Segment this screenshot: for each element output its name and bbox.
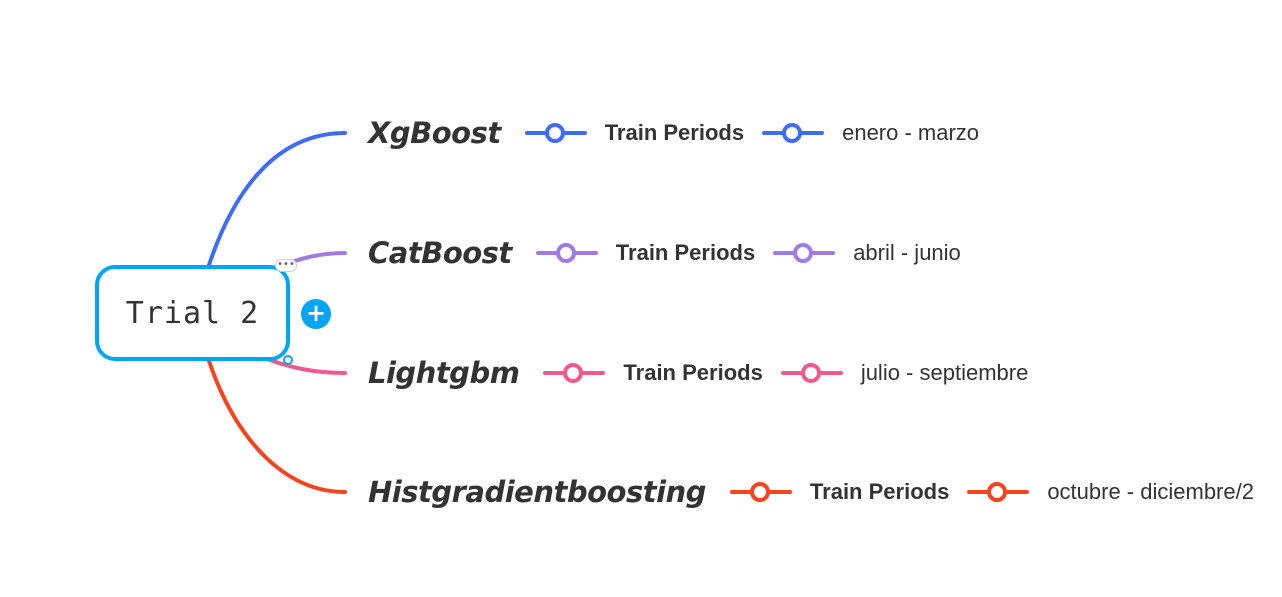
add-topic-icon[interactable]: + (301, 299, 331, 329)
train-periods-label[interactable]: Train Periods (604, 120, 745, 145)
more-options-icon[interactable]: ••• (275, 259, 297, 272)
branch-title[interactable]: Lightgbm (368, 356, 520, 390)
branch-catboost[interactable]: CatBoost Train Periods abril - junio (368, 233, 961, 273)
connector-node-icon (762, 121, 825, 145)
connector-node-icon (773, 241, 836, 265)
branch-histgradientboosting[interactable]: Histgradientboosting Train Periods octub… (368, 472, 1254, 512)
central-topic-node[interactable]: Trial 2 (95, 265, 290, 361)
connector-node-icon (543, 361, 606, 385)
central-topic-label: Trial 2 (125, 295, 260, 331)
branch-connector-histgradientboosting (206, 356, 347, 494)
period-label[interactable]: abril - junio (853, 240, 961, 265)
branch-lightgbm[interactable]: Lightgbm Train Periods julio - septiembr… (368, 353, 1028, 393)
branch-title[interactable]: Histgradientboosting (368, 475, 706, 509)
branch-xgboost[interactable]: XgBoost Train Periods enero - marzo (368, 113, 979, 153)
train-periods-label[interactable]: Train Periods (809, 479, 950, 504)
train-periods-label[interactable]: Train Periods (623, 360, 763, 385)
train-periods-label[interactable]: Train Periods (615, 240, 756, 265)
connector-node-icon (524, 121, 587, 145)
period-label[interactable]: octubre - diciembre/2 (1047, 479, 1254, 504)
connector-node-icon (780, 361, 843, 385)
branch-title[interactable]: CatBoost (368, 236, 512, 270)
connector-node-icon (729, 480, 792, 504)
connector-node-icon (967, 480, 1030, 504)
resize-handle[interactable] (283, 355, 293, 365)
branch-title[interactable]: XgBoost (368, 116, 501, 150)
period-label[interactable]: enero - marzo (842, 120, 980, 145)
period-label[interactable]: julio - septiembre (860, 360, 1029, 385)
connector-node-icon (535, 241, 598, 265)
branch-connector-xgboost (206, 131, 347, 270)
